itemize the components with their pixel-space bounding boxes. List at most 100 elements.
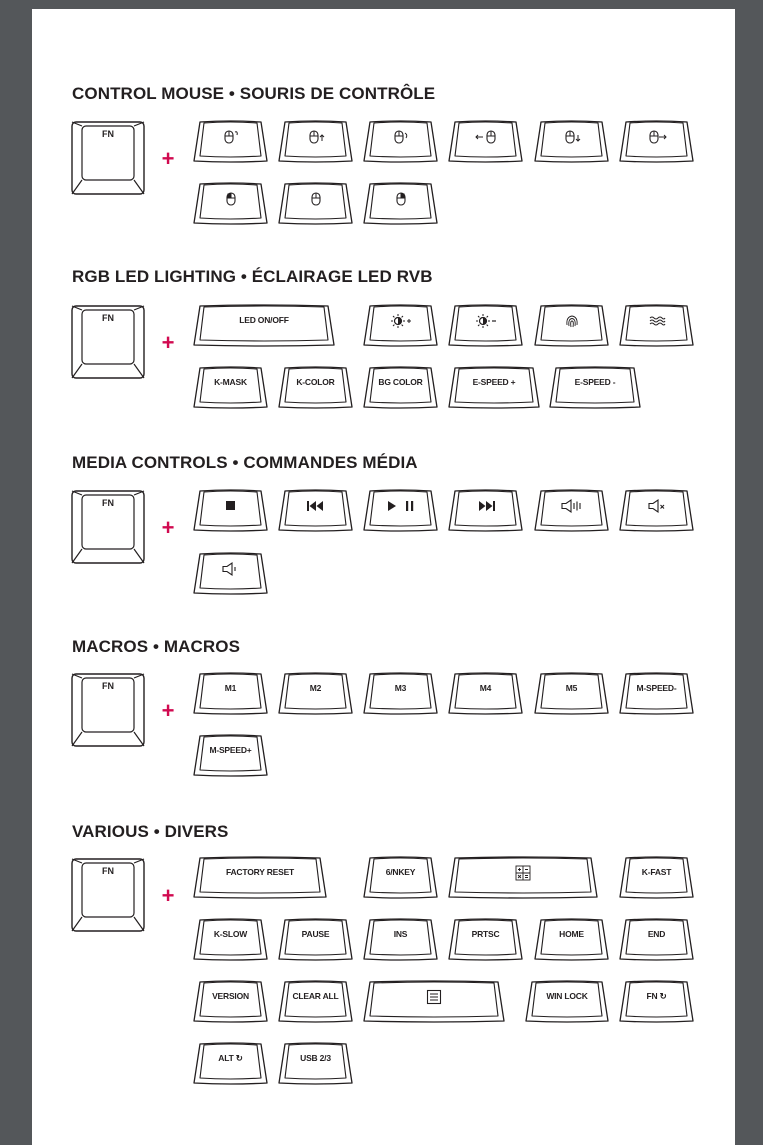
key-label: K-SLOW xyxy=(213,929,248,939)
fn-key: FN xyxy=(71,490,145,564)
key-label: E-SPEED - xyxy=(574,377,616,387)
key-cap xyxy=(193,552,268,596)
key-cap xyxy=(363,980,505,1024)
key-cap xyxy=(448,304,523,348)
key-label: PRTSC xyxy=(471,929,500,939)
key-cap: K-COLOR xyxy=(278,366,353,410)
key-label: M-SPEED+ xyxy=(209,745,252,755)
key-cap: USB 2/3 xyxy=(278,1042,353,1086)
key-cap xyxy=(363,489,438,533)
key-label: K-COLOR xyxy=(296,377,335,387)
mouse-scroll-down-icon xyxy=(363,128,438,144)
key-cap: PAUSE xyxy=(278,918,353,962)
key-cap: M1 xyxy=(193,672,268,716)
key-cap xyxy=(619,120,694,164)
key-cap: END xyxy=(619,918,694,962)
key-cap xyxy=(193,120,268,164)
key-label: K-MASK xyxy=(214,377,247,387)
key-cap xyxy=(534,120,609,164)
key-cap: ALT ↻ xyxy=(193,1042,268,1086)
key-cap: K-FAST xyxy=(619,856,694,900)
key-label: BG COLOR xyxy=(378,377,423,387)
stop-icon xyxy=(193,497,268,513)
plus-sign: + xyxy=(161,146,175,171)
key-label: CLEAR ALL xyxy=(292,991,339,1001)
key-cap: M2 xyxy=(278,672,353,716)
key-cap: M-SPEED- xyxy=(619,672,694,716)
key-label: E-SPEED + xyxy=(472,377,516,387)
key-cap: CLEAR ALL xyxy=(278,980,353,1024)
mouse-move-right-icon xyxy=(619,128,694,144)
previous-track-icon xyxy=(278,497,353,513)
plus-sign: + xyxy=(161,883,175,908)
key-label: K-FAST xyxy=(641,867,672,877)
key-cap: M5 xyxy=(534,672,609,716)
key-cap xyxy=(278,489,353,533)
key-cap xyxy=(193,182,268,226)
fn-key: FN xyxy=(71,121,145,195)
key-cap: HOME xyxy=(534,918,609,962)
key-cap: E-SPEED + xyxy=(448,366,540,410)
mute-icon xyxy=(619,497,694,513)
volume-down-icon xyxy=(193,560,268,576)
mouse-move-up-icon xyxy=(278,128,353,144)
key-cap: WIN LOCK xyxy=(525,980,609,1024)
key-label: END xyxy=(647,929,666,939)
manual-page: CONTROL MOUSE • SOURIS DE CONTRÔLE FN + RGB… xyxy=(32,9,735,1145)
mouse-move-left-icon xyxy=(448,128,523,144)
fn-key-label: FN xyxy=(102,681,114,691)
key-cap xyxy=(448,489,523,533)
fn-key-label: FN xyxy=(102,313,114,323)
mouse-right-click-icon xyxy=(363,190,438,206)
mouse-move-down-icon xyxy=(534,128,609,144)
key-cap: 6/NKEY xyxy=(363,856,438,900)
key-cap xyxy=(363,182,438,226)
key-label: M5 xyxy=(565,683,578,693)
next-track-icon xyxy=(448,497,523,513)
fn-key: FN xyxy=(71,305,145,379)
key-label: M-SPEED- xyxy=(636,683,677,693)
mouse-left-click-icon xyxy=(193,190,268,206)
key-cap: M3 xyxy=(363,672,438,716)
key-label: WIN LOCK xyxy=(546,991,588,1001)
section-title: CONTROL MOUSE • SOURIS DE CONTRÔLE xyxy=(72,84,436,103)
key-cap xyxy=(193,489,268,533)
menu-icon xyxy=(363,988,505,1004)
section-title: MEDIA CONTROLS • COMMANDES MÉDIA xyxy=(72,453,418,472)
play-pause-icon xyxy=(363,497,438,513)
key-cap xyxy=(363,120,438,164)
fingerprint-icon xyxy=(534,312,609,328)
key-label: USB 2/3 xyxy=(300,1053,331,1063)
key-cap xyxy=(278,120,353,164)
fn-key-label: FN xyxy=(102,129,114,139)
wave-effect-icon xyxy=(619,312,694,328)
brightness-up-icon xyxy=(363,312,438,328)
key-cap: E-SPEED - xyxy=(549,366,641,410)
key-cap: K-SLOW xyxy=(193,918,268,962)
key-cap xyxy=(448,856,598,900)
key-label: VERSION xyxy=(212,991,249,1001)
key-cap xyxy=(619,489,694,533)
key-cap: FACTORY RESET xyxy=(193,856,327,900)
fn-key: FN xyxy=(71,673,145,747)
key-cap: M-SPEED+ xyxy=(193,734,268,778)
key-label: FACTORY RESET xyxy=(225,867,295,877)
brightness-down-icon xyxy=(448,312,523,328)
key-label: LED ON/OFF xyxy=(239,315,289,325)
key-label: HOME xyxy=(559,929,584,939)
key-label: M4 xyxy=(479,683,492,693)
plus-sign: + xyxy=(161,515,175,540)
key-cap xyxy=(278,182,353,226)
calculator-icon xyxy=(448,864,598,881)
key-label: M3 xyxy=(394,683,407,693)
section-title: RGB LED LIGHTING • ÉCLAIRAGE LED RVB xyxy=(72,267,433,286)
key-label: M2 xyxy=(309,683,322,693)
plus-sign: + xyxy=(161,698,175,723)
key-cap: VERSION xyxy=(193,980,268,1024)
key-label: PAUSE xyxy=(301,929,330,939)
section-title: VARIOUS • DIVERS xyxy=(72,822,229,841)
key-cap: INS xyxy=(363,918,438,962)
key-cap: BG COLOR xyxy=(363,366,438,410)
fn-key: FN xyxy=(71,858,145,932)
key-cap: PRTSC xyxy=(448,918,523,962)
